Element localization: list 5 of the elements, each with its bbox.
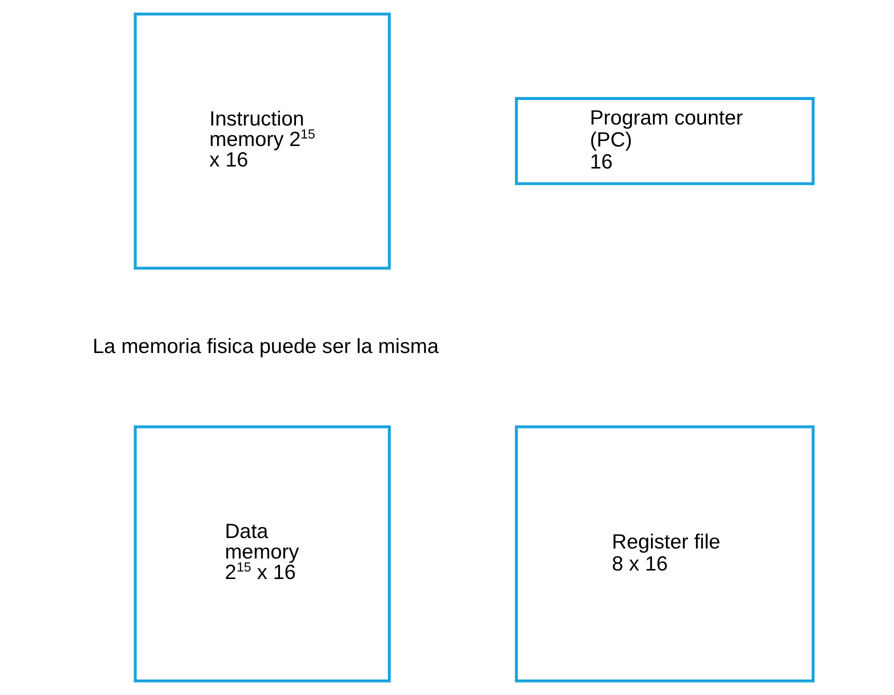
node-box: Register file 8 x 16	[514, 425, 815, 682]
node-box: Program counter (PC) 16	[514, 97, 815, 186]
node-box: Data memory 2$^{15}$ x 16	[134, 425, 391, 682]
label: La memoria fisica puede ser la misma	[92, 334, 439, 358]
node-box: Instruction memory 2$^{15}$ x 16	[134, 12, 391, 270]
